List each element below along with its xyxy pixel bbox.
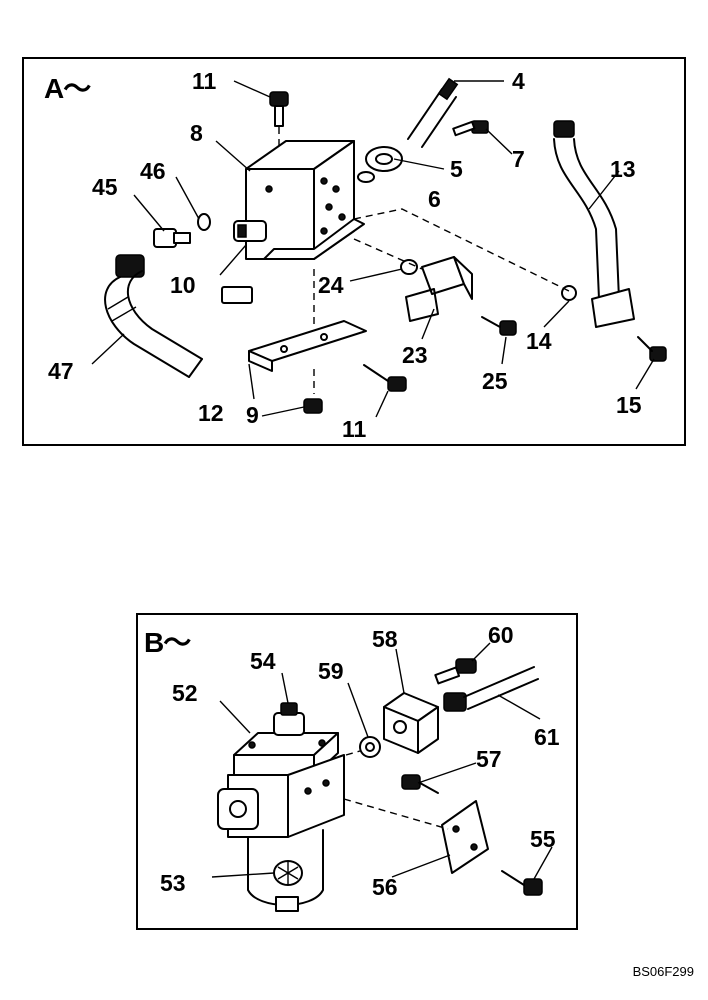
panel-a-diagram: 11 4 5 7 6 8 46 45 10 24 13 14 23 25 15 … — [48, 68, 667, 442]
callout-15: 15 — [616, 392, 642, 418]
callout-61: 61 — [534, 724, 560, 750]
callout-9: 9 — [246, 402, 259, 428]
callout-10: 10 — [170, 272, 196, 298]
bolt-7 — [452, 120, 489, 137]
callout-60: 60 — [488, 622, 514, 648]
callout-47: 47 — [48, 358, 74, 384]
flange-5 — [365, 146, 403, 172]
callout-12: 12 — [198, 400, 224, 426]
o-ring-6 — [357, 171, 375, 183]
panel-b-diagram: 54 52 59 58 60 61 57 55 53 56 — [160, 622, 560, 912]
fitting-60 — [434, 658, 477, 685]
callout-53: 53 — [160, 870, 186, 896]
callout-6: 6 — [428, 186, 441, 212]
panel-a: A～ — [22, 57, 686, 446]
callout-11-top: 11 — [192, 68, 217, 94]
panel-a-title: A～ — [44, 73, 91, 104]
callout-5: 5 — [450, 156, 463, 182]
callout-45: 45 — [92, 174, 118, 200]
o-ring-14 — [561, 285, 577, 301]
callout-8: 8 — [190, 120, 203, 146]
cap-54 — [273, 702, 305, 736]
figure-code: BS06F299 — [632, 964, 694, 979]
callout-57: 57 — [476, 746, 502, 772]
callout-24: 24 — [318, 272, 344, 298]
panel-b-title: B～ — [144, 627, 191, 658]
o-ring-24 — [400, 259, 418, 275]
callout-56: 56 — [372, 874, 398, 900]
bolt-11-top — [269, 91, 289, 127]
bolt-9 — [303, 398, 323, 414]
callout-54: 54 — [250, 648, 276, 674]
panel-b: B～ — [136, 613, 578, 930]
valve-block-8 — [245, 140, 365, 260]
plate-56 — [441, 800, 489, 874]
bolt-25 — [481, 316, 517, 336]
bolt-15 — [637, 336, 667, 362]
callout-25: 25 — [482, 368, 508, 394]
callout-55: 55 — [530, 826, 556, 852]
panel-a-leaders — [91, 80, 655, 418]
callout-4: 4 — [512, 68, 525, 94]
bracket-12 — [221, 286, 367, 372]
callout-59: 59 — [318, 658, 344, 684]
panel-b-leaders — [211, 642, 553, 880]
callout-14: 14 — [526, 328, 552, 354]
callout-58: 58 — [372, 626, 398, 652]
callout-13: 13 — [610, 156, 636, 182]
drain-plug-53 — [273, 860, 303, 886]
callout-7: 7 — [512, 146, 525, 172]
callout-46: 46 — [140, 158, 166, 184]
bolt-55 — [501, 870, 543, 896]
callout-11-bottom: 11 — [342, 416, 367, 442]
callout-52: 52 — [172, 680, 198, 706]
o-ring-59 — [359, 736, 381, 758]
callout-23: 23 — [402, 342, 428, 368]
pipe-13 — [553, 120, 635, 328]
pipe-4 — [407, 77, 459, 148]
fitting-10 — [233, 220, 267, 242]
o-ring-46 — [197, 213, 211, 231]
adapter-45 — [153, 228, 191, 248]
pipe-61 — [443, 666, 539, 712]
hose-47 — [104, 254, 203, 378]
filter-52 — [217, 732, 345, 912]
manifold-23 — [405, 256, 473, 322]
bolt-11-bottom — [363, 364, 407, 392]
block-58 — [383, 692, 439, 754]
